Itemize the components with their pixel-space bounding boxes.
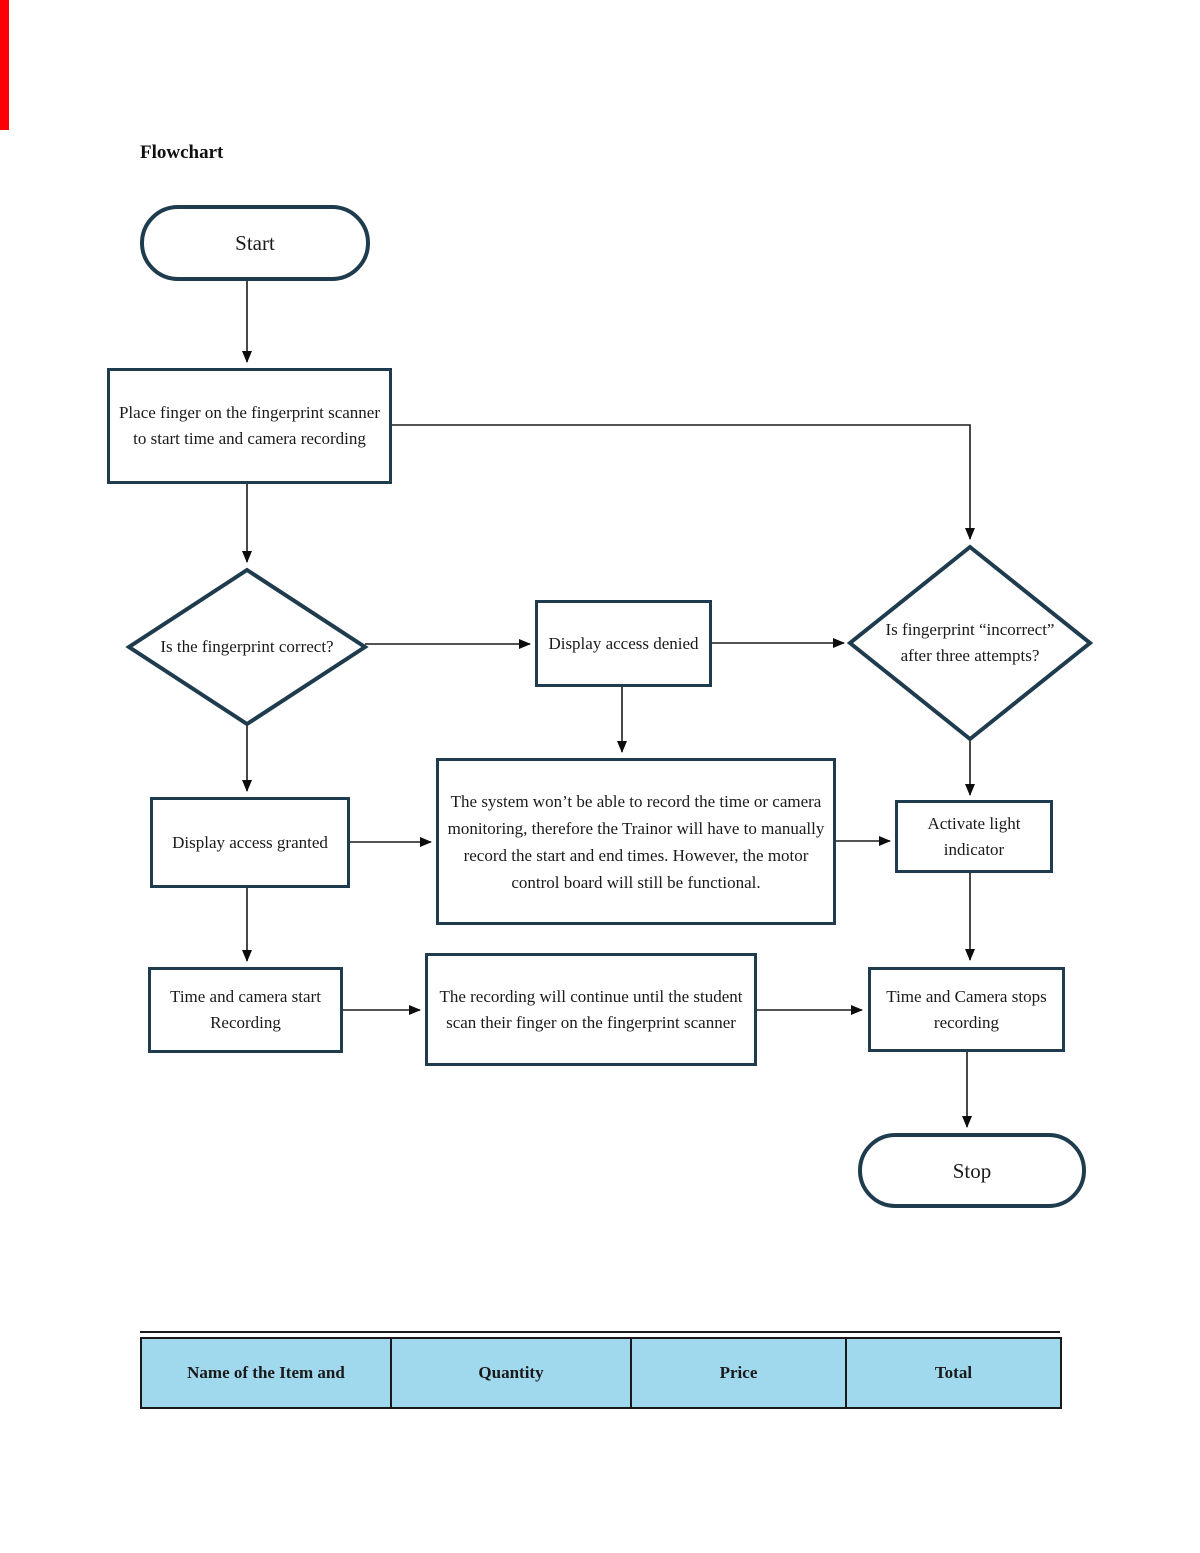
decision-diamond-fingerprint-correct bbox=[125, 567, 369, 727]
process-system-note: The system won’t be able to record the t… bbox=[436, 758, 836, 925]
decision-label-incorrect-after-three: Is fingerprint “incorrect” after three a… bbox=[885, 620, 1055, 665]
red-corner-mark bbox=[0, 0, 9, 130]
table-header-quantity: Quantity bbox=[390, 1337, 632, 1409]
process-access-granted: Display access granted bbox=[150, 797, 350, 888]
process-activate-light: Activate light indicator bbox=[895, 800, 1053, 873]
table-header-row: Name of the Item and Quantity Price Tota… bbox=[140, 1337, 1062, 1409]
decision-diamond-incorrect-after-three bbox=[846, 544, 1094, 742]
connector-place-to-incorrect-diamond bbox=[392, 424, 975, 540]
page-title: Flowchart bbox=[140, 142, 224, 163]
table-header-price: Price bbox=[630, 1337, 847, 1409]
decision-label-fingerprint-correct: Is the fingerprint correct? bbox=[160, 637, 334, 656]
process-time-camera-start: Time and camera start Recording bbox=[148, 967, 343, 1053]
table-header-total: Total bbox=[845, 1337, 1062, 1409]
process-place-finger: Place finger on the fingerprint scanner … bbox=[107, 368, 392, 484]
process-recording-continue: The recording will continue until the st… bbox=[425, 953, 757, 1066]
table-top-border bbox=[140, 1331, 1060, 1333]
table-header-item-name: Name of the Item and bbox=[140, 1337, 392, 1409]
process-access-denied: Display access denied bbox=[535, 600, 712, 687]
process-time-camera-stop: Time and Camera stops recording bbox=[868, 967, 1065, 1052]
stop-terminal: Stop bbox=[858, 1133, 1086, 1208]
items-table: Name of the Item and Quantity Price Tota… bbox=[140, 1337, 1062, 1409]
start-terminal: Start bbox=[140, 205, 370, 281]
